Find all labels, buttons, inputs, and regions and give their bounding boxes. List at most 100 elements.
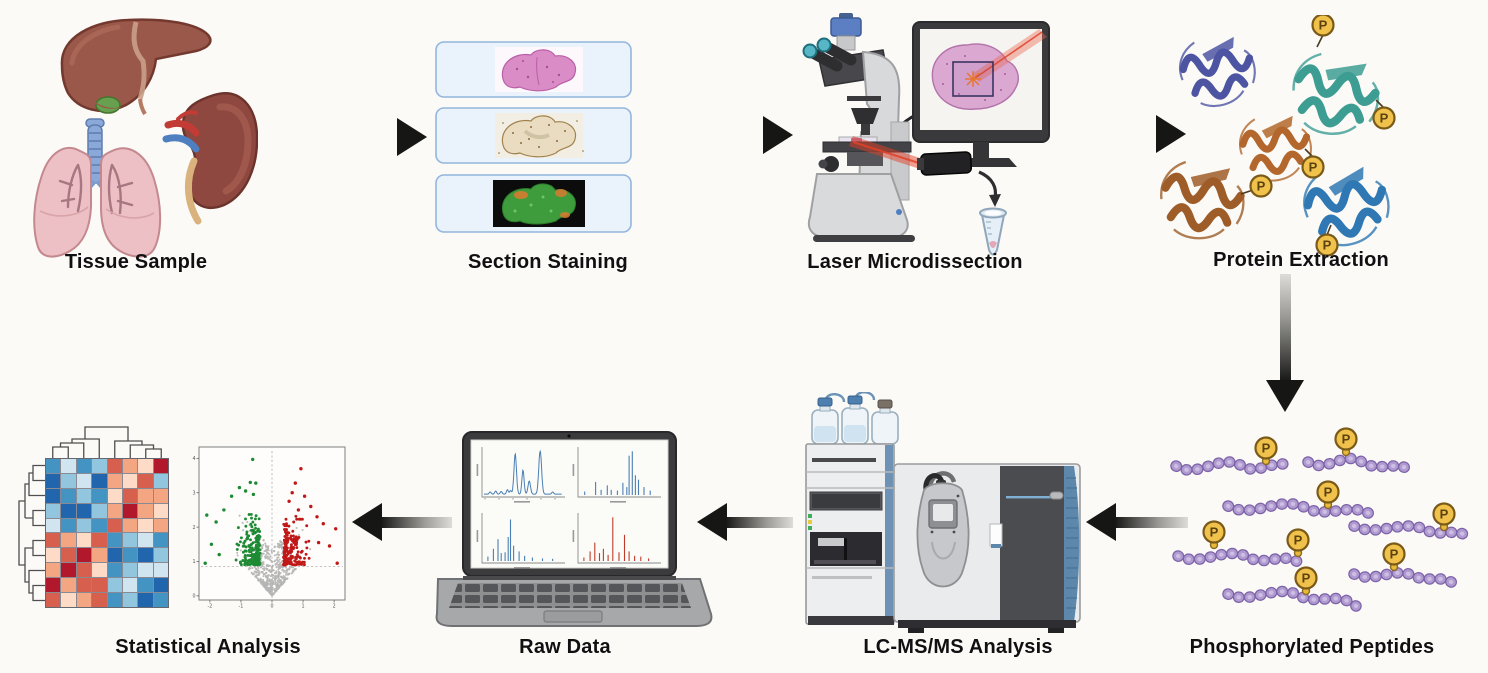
chromatogram-plot xyxy=(476,447,565,503)
heatmap-cell xyxy=(138,578,153,593)
heatmap-cell xyxy=(46,548,61,563)
svg-text:3: 3 xyxy=(192,490,195,496)
lc-ms-instrument-illustration xyxy=(805,391,1081,633)
column-dendrogram xyxy=(52,426,162,458)
heatmap-cell xyxy=(107,593,122,607)
svg-text:-2: -2 xyxy=(207,604,212,610)
protein-orange xyxy=(1238,115,1314,184)
phosphate-badge: P xyxy=(1240,174,1273,198)
protein-extraction-illustration: P P P P P xyxy=(1160,13,1412,257)
heatmap-cell xyxy=(92,578,107,593)
heatmap-cell xyxy=(92,563,107,578)
svg-text:P: P xyxy=(1440,506,1449,521)
heatmap-cell xyxy=(153,488,168,503)
protein-indigo xyxy=(1177,35,1260,111)
svg-text:1: 1 xyxy=(192,559,195,565)
slide-he-stain xyxy=(435,41,632,98)
svg-text:1: 1 xyxy=(302,604,305,610)
heatmap-cell xyxy=(138,593,153,607)
heatmap-cell xyxy=(153,548,168,563)
heatmap-cell xyxy=(153,518,168,533)
laptop-base xyxy=(435,576,713,627)
heatmap-cell xyxy=(92,593,107,607)
svg-text:P: P xyxy=(1380,110,1389,125)
heatmap-cell xyxy=(76,578,92,593)
svg-text:4: 4 xyxy=(192,456,195,462)
step-label-protein-extraction: Protein Extraction xyxy=(1213,249,1389,271)
step-label-laser-microdissection: Laser Microdissection xyxy=(807,251,1023,273)
arrow-lcms-to-rawdata xyxy=(697,503,793,541)
step-label-phosphorylated-peptides: Phosphorylated Peptides xyxy=(1189,636,1435,658)
heatmap-cell xyxy=(92,503,107,518)
step-phosphorylated-peptides: P P P P P P P P xyxy=(1158,422,1480,634)
step-label-raw-data: Raw Data xyxy=(519,636,611,658)
step-raw-data xyxy=(428,418,720,640)
phosphate-badge: P xyxy=(1311,13,1335,48)
heatmap-cell xyxy=(61,578,76,593)
svg-text:P: P xyxy=(1262,440,1271,455)
svg-text:P: P xyxy=(1210,524,1219,539)
laser-spark xyxy=(965,71,981,87)
step-label-section-staining: Section Staining xyxy=(468,251,628,273)
tissue-sample-illustration xyxy=(33,18,259,258)
heatmap-cell xyxy=(46,459,61,473)
heatmap-cell xyxy=(46,473,61,488)
phosphate-badge: P xyxy=(1372,99,1396,130)
heatmap-cell xyxy=(153,503,168,518)
arrow-tissue-to-staining xyxy=(291,118,427,156)
laser-unit-icon xyxy=(849,136,973,176)
heatmap-cell xyxy=(46,503,61,518)
heatmap-cell xyxy=(61,548,76,563)
heatmap-cell xyxy=(61,488,76,503)
laptop-screen xyxy=(462,431,677,577)
heatmap-cell xyxy=(46,578,61,593)
heatmap-cell xyxy=(122,563,138,578)
ms-spectrum-plot-3 xyxy=(572,513,661,569)
heatmap-cell xyxy=(76,593,92,607)
heatmap-cell xyxy=(46,488,61,503)
phosphorylated-peptides-illustration: P P P P P P P P xyxy=(1170,427,1474,612)
heatmap-cell xyxy=(122,488,138,503)
heatmap-cell xyxy=(76,503,92,518)
heatmap-cell xyxy=(46,563,61,578)
step-label-tissue-sample: Tissue Sample xyxy=(64,251,208,273)
svg-text:P: P xyxy=(1390,546,1399,561)
heatmap-cell xyxy=(122,518,138,533)
heatmap-cell xyxy=(107,488,122,503)
heatmap-cell xyxy=(138,548,153,563)
heatmap-cell xyxy=(107,563,122,578)
heatmap-cell xyxy=(138,563,153,578)
heatmap-cell xyxy=(122,473,138,488)
step-label-statistical-analysis: Statistical Analysis xyxy=(115,636,301,658)
row-dendrogram xyxy=(18,464,45,602)
svg-text:P: P xyxy=(1324,484,1333,499)
heatmap-cell xyxy=(107,533,122,548)
heatmap-cell xyxy=(138,533,153,548)
heatmap-cell xyxy=(107,578,122,593)
heatmap-cell xyxy=(122,533,138,548)
solvent-bottles xyxy=(811,391,899,445)
ion-source xyxy=(916,471,970,588)
heatmap-cell xyxy=(61,459,76,473)
liver-icon xyxy=(60,18,212,116)
lungs-icon xyxy=(33,147,162,258)
ms-spectrum-plot-1 xyxy=(572,447,661,503)
step-laser-microdissection xyxy=(795,12,1087,260)
raw-data-laptop-illustration xyxy=(435,431,713,627)
heatmap-cell xyxy=(92,548,107,563)
heatmap-cell xyxy=(61,503,76,518)
monitor-icon xyxy=(890,21,1050,167)
heatmap-cell xyxy=(92,459,107,473)
step-label-lc-ms-ms-analysis: LC-MS/MS Analysis xyxy=(863,636,1053,658)
step-protein-extraction: P P P P P xyxy=(1160,13,1412,257)
ms-spectrum-plot-2 xyxy=(476,513,565,569)
protein-brown xyxy=(1160,159,1248,244)
kidney-icon xyxy=(162,92,259,225)
heatmap-cell xyxy=(76,563,92,578)
svg-text:P: P xyxy=(1294,532,1303,547)
arrow-microdissection-to-extraction xyxy=(1060,115,1186,153)
slide-ihc-stain xyxy=(435,107,632,164)
laser-microdissection-illustration xyxy=(802,13,1050,256)
